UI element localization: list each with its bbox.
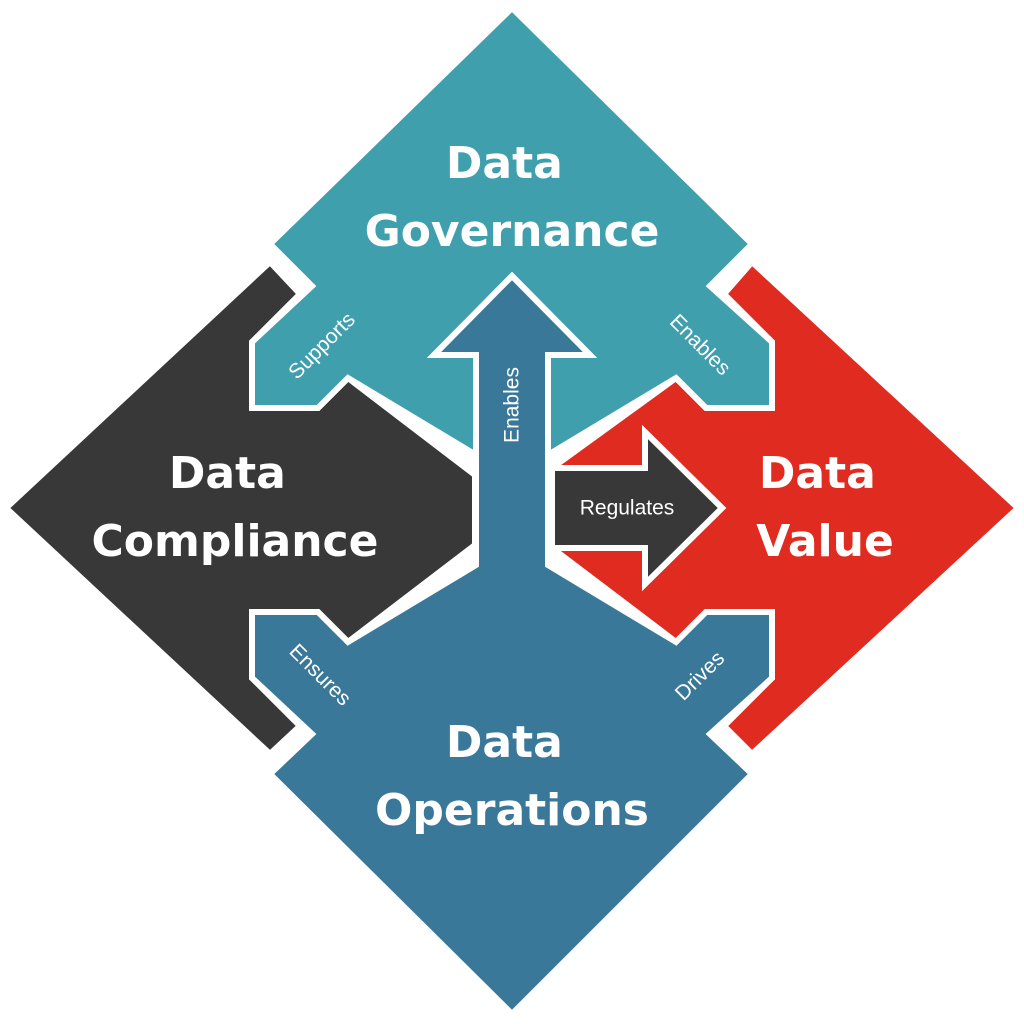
compliance-title: Data Compliance [92, 448, 379, 567]
operations-title: Data Operations [375, 717, 649, 836]
operations-title-line2: Operations [375, 785, 649, 836]
operations-title-line1: Data [446, 717, 563, 768]
value-title-line2: Value [756, 516, 894, 567]
regulates-arrow-shape [549, 424, 727, 592]
enables-governance-label: Enables [501, 367, 524, 443]
operations-quadrant [249, 271, 775, 1019]
governance-title-line1: Data [446, 138, 563, 189]
value-title: Data Value [756, 448, 894, 567]
regulates-label: Regulates [580, 497, 675, 520]
value-title-line1: Data [759, 448, 876, 499]
regulates-arrow [549, 424, 727, 592]
compliance-title-line2: Compliance [92, 516, 379, 567]
operations-shape [249, 271, 775, 1019]
compliance-title-line1: Data [169, 448, 286, 499]
governance-title: Data Governance [365, 138, 660, 257]
governance-title-line2: Governance [365, 206, 660, 257]
